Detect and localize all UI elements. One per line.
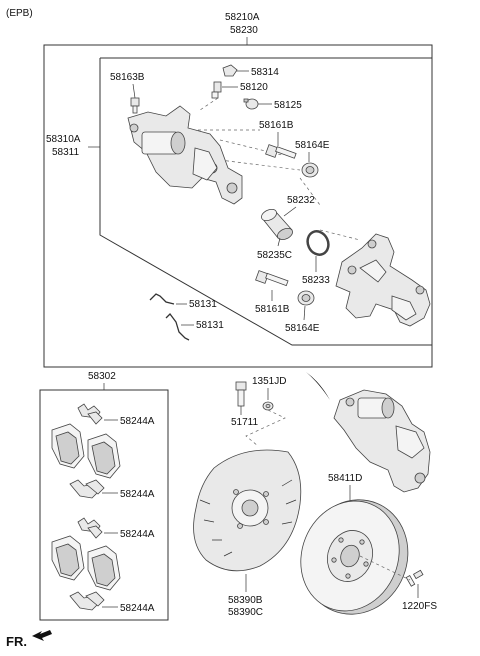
bleeder-cap-58125-label[interactable]: 58125: [274, 100, 302, 111]
piston-58235c: [261, 208, 293, 241]
caliper-assembly-frame: [43, 44, 433, 368]
caliper-housing-label-alt[interactable]: 58311: [52, 147, 80, 158]
disc-58411d-label[interactable]: 58411D: [328, 473, 362, 484]
bolt-58163b-label[interactable]: 58163B: [110, 72, 145, 83]
bleeder-58120-label[interactable]: 58120: [240, 82, 268, 93]
boot-upper: [301, 162, 319, 178]
bolt-58163b: [130, 97, 140, 114]
boot-lower-leader: [303, 305, 306, 321]
bolt-51711-label[interactable]: 51711: [231, 417, 259, 428]
boot-lower: [297, 290, 315, 306]
pad-kit-group: 58302 58244A 58244A 58244A: [39, 371, 169, 621]
spring-lower: [165, 313, 190, 341]
bolt-51711: [235, 381, 247, 407]
dust-shield-label-alt[interactable]: 58390C: [228, 607, 263, 618]
piston-leader: [277, 237, 281, 247]
dust-shield[interactable]: [193, 449, 302, 572]
front-direction-label: FR.: [6, 634, 27, 649]
front-direction-indicator: FR.: [6, 630, 52, 649]
assembly-dash-lines: [180, 97, 361, 241]
seal-leader: [283, 206, 297, 217]
piston-boot-58233-label[interactable]: 58233: [302, 275, 330, 286]
piston-boot-58233: [306, 230, 330, 256]
assembled-caliper[interactable]: [306, 372, 431, 493]
shim-label-1[interactable]: 58244A: [120, 416, 155, 427]
bolt-leader: [132, 83, 136, 99]
shim-label-4[interactable]: 58244A: [120, 603, 155, 614]
pad-shim-1: [77, 403, 103, 425]
guide-pin-upper: [265, 144, 297, 159]
piston-58235c-label[interactable]: 58235C: [257, 250, 292, 261]
caliper-housing-label[interactable]: 58310A: [46, 134, 81, 145]
cap-58314: [222, 64, 238, 77]
boot-upper-label[interactable]: 58164E: [295, 140, 330, 151]
dust-shield-label[interactable]: 58390B: [228, 595, 263, 606]
spring-upper: [149, 293, 175, 305]
pad-kit-frame: [39, 389, 169, 621]
brake-pad-pair-1[interactable]: [51, 423, 121, 479]
spring-upper-label[interactable]: 58131: [189, 299, 217, 310]
epb-variant-label: (EPB): [6, 8, 33, 19]
caliper-assembly-label-alt[interactable]: 58230: [230, 25, 258, 36]
pad-shim-2: [69, 479, 105, 499]
bleeder-58120: [211, 81, 222, 99]
pad-shim-4: [69, 591, 105, 611]
disc-screw-label[interactable]: 1220FS: [402, 601, 437, 612]
seal-58232-label[interactable]: 58232: [287, 195, 315, 206]
pad-shim-3: [77, 517, 103, 539]
mount-dash-line: [245, 409, 286, 447]
shim-label-2[interactable]: 58244A: [120, 489, 155, 500]
caliper-housing[interactable]: [127, 105, 243, 205]
washer-1351jd: [262, 401, 274, 411]
brake-pad-pair-2[interactable]: [51, 535, 121, 591]
boot-lower-label[interactable]: 58164E: [285, 323, 320, 334]
guide-pin-upper-label[interactable]: 58161B: [259, 120, 294, 131]
guide-pin-lower-label[interactable]: 58161B: [255, 304, 290, 315]
brake-disc[interactable]: [285, 484, 425, 631]
mounting-hardware: 1351JD 51711: [231, 376, 286, 447]
washer-1351jd-label[interactable]: 1351JD: [252, 376, 286, 387]
caliper-assembly-group: 58210A 58230 58310A 58311 58163B 58314 5…: [43, 12, 433, 368]
shim-label-3[interactable]: 58244A: [120, 529, 155, 540]
guide-pin-lower: [255, 270, 289, 287]
caliper-assembly-label[interactable]: 58210A: [225, 12, 260, 23]
front-arrow-icon: [32, 630, 52, 641]
caliper-bracket[interactable]: [335, 233, 431, 327]
cap-58314-label[interactable]: 58314: [251, 67, 279, 78]
pad-kit-label[interactable]: 58302: [88, 371, 116, 382]
bleeder-cap-58125: [243, 98, 259, 110]
disc-screw-1220fs: [405, 569, 424, 587]
spring-lower-label[interactable]: 58131: [196, 320, 224, 331]
inner-panel-outline: [99, 58, 432, 346]
